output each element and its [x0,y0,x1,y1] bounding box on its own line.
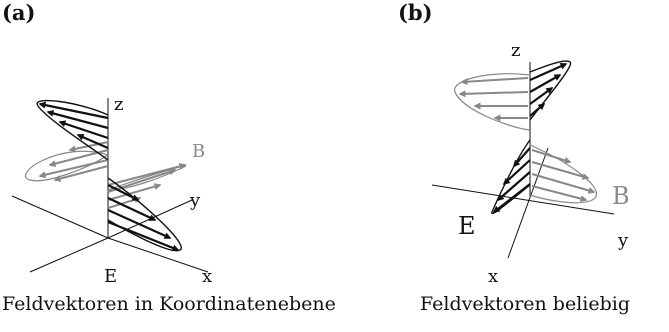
panel-a-b-arrow [107,162,187,186]
panel-b-axes [431,62,615,259]
panel-b-b-arrow [458,90,529,98]
panel-a-e-envelope-lower [107,177,182,252]
panel-a-y-axis [107,199,193,239]
panel-a-neg-x-axis [29,237,109,273]
panel-a-e-arrow [107,197,157,221]
panel-a-y-label: y [189,190,201,211]
panel-b-e-arrow [513,147,531,168]
panel-b-e-arrow [529,74,562,93]
panel-b-e-arrow [529,62,568,82]
panel-b-b-arrow [531,161,590,180]
panel-a-e-arrow [107,184,140,201]
panel-b-e-arrow [496,171,531,201]
panel-b-e-arrow [529,103,546,117]
panel-a-e-label: E [104,266,117,287]
panel-b-e-envelope-upper [529,60,572,121]
panel-a-e-arrow [38,101,109,120]
panel-a-e-arrow [76,133,109,150]
panel-b-b-arrow [531,185,588,203]
panel-b-e-label: E [458,212,476,240]
panel-a-e-field [36,99,182,252]
panel-b-x-axis [507,147,549,259]
panel-a-b-arrow [38,159,109,179]
panel-a-label: (a) [2,0,35,25]
panel-b-label: (b) [398,0,433,25]
panel-a-e-arrow [58,120,109,140]
panel-a-x-label: x [202,266,212,287]
panel-b-b-label: B [612,182,630,210]
panel-a-e-arrow [46,110,109,130]
panel-a: (a) [2,0,336,315]
panel-a-b-label: B [192,141,205,162]
panel-a-e-envelope-upper [36,99,109,161]
panel-b-b-arrow [531,149,572,164]
panel-a-caption: Feldvektoren in Koordinatenebene [2,293,336,315]
panel-b: (b) [398,0,630,315]
panel-b-b-arrow [460,77,529,86]
panel-b-x-label: x [488,266,498,287]
panel-b-e-arrow [492,183,531,213]
panel-b-e-field [491,60,572,215]
panel-a-e-arrow [107,208,172,240]
panel-b-e-arrow [529,87,554,105]
panel-a-b-arrow [107,183,162,201]
panel-b-y-label: y [617,230,629,251]
panel-a-z-label: z [114,94,123,115]
panel-b-b-envelope-upper [454,73,531,131]
panel-a-x-axis [107,237,209,273]
panel-a-e-arrow [107,220,180,252]
panel-a-b-field [24,141,187,209]
panel-a-b-arrow [107,168,177,193]
panel-b-b-field [454,73,598,204]
panel-b-e-arrow [502,159,531,186]
panel-b-y-axis [431,184,615,215]
panel-a-neg-y-axis [11,195,109,239]
panel-a-b-envelope-left [24,150,109,182]
panel-b-b-arrow [531,173,596,194]
panel-b-z-label: z [511,40,520,61]
panel-a-b-arrow [53,165,109,182]
panel-b-caption: Feldvektoren beliebig [420,293,630,315]
